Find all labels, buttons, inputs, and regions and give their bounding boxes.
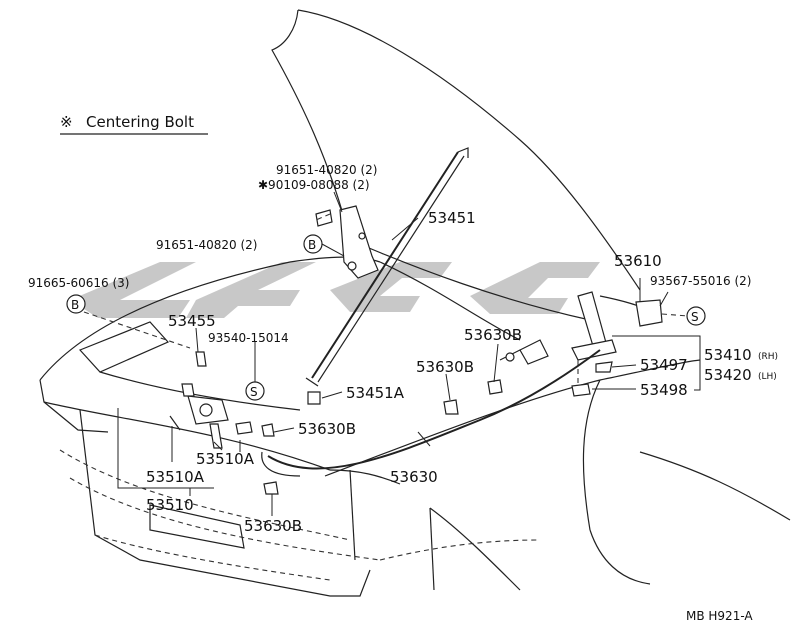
marker-s-text: S	[691, 310, 699, 324]
label-53451: 53451	[428, 209, 476, 227]
label-53410: 53410	[704, 346, 752, 364]
marker-s-text: S	[250, 385, 258, 399]
label-bolt-a: 91651-40820 (2)	[276, 163, 378, 177]
label-53420-side: (LH)	[758, 372, 777, 382]
label-bolt-c: 91665-60616 (3)	[28, 276, 130, 290]
marker-s-1: S	[245, 381, 265, 401]
label-bolt-b: 91651-40820 (2)	[156, 238, 258, 252]
hood-panel	[271, 9, 661, 321]
hood-lock	[169, 351, 503, 495]
label-centering-bolt: ✱90109-08088 (2)	[258, 178, 370, 192]
label-53630: 53630	[390, 468, 438, 486]
marker-b-text: B	[71, 298, 79, 312]
label-53497: 53497	[640, 356, 688, 374]
leader-lines	[83, 191, 701, 516]
label-53451a: 53451A	[346, 384, 405, 402]
marker-s-2: S	[686, 306, 706, 326]
legend: ※ Centering Bolt	[60, 113, 208, 135]
hood-hinge-right	[519, 291, 663, 397]
label-53498: 53498	[640, 381, 688, 399]
marker-b-2: B	[66, 294, 86, 314]
label-53630b-mid: 53630B	[416, 358, 474, 376]
hood-hinge-left	[315, 205, 379, 279]
label-53630b-bottom: 53630B	[244, 517, 302, 535]
release-cable	[261, 349, 601, 477]
hood-support-rod	[305, 147, 469, 387]
label-93540: 93540-15014	[208, 331, 289, 345]
label-53630b-left: 53630B	[298, 420, 356, 438]
label-53510a-upper: 53510A	[196, 450, 255, 468]
label-93567: 93567-55016 (2)	[650, 274, 752, 288]
label-53410-side: (RH)	[758, 352, 778, 362]
footer-code: MB H921-A	[686, 609, 753, 623]
label-53630b-top: 53630B	[464, 326, 522, 344]
label-53420: 53420	[704, 366, 752, 384]
marker-b-text: B	[308, 238, 316, 252]
legend-symbol: ※	[60, 113, 73, 131]
part-labels: 91651-40820 (2) ✱90109-08088 (2) 91651-4…	[28, 163, 778, 623]
label-53510: 53510	[146, 496, 194, 514]
label-53510a-lower: 53510A	[146, 468, 205, 486]
legend-text: Centering Bolt	[86, 113, 194, 131]
marker-b-1: B	[303, 234, 323, 254]
label-53610: 53610	[614, 252, 662, 270]
label-53455: 53455	[168, 312, 216, 330]
watermark-logo	[70, 262, 600, 318]
